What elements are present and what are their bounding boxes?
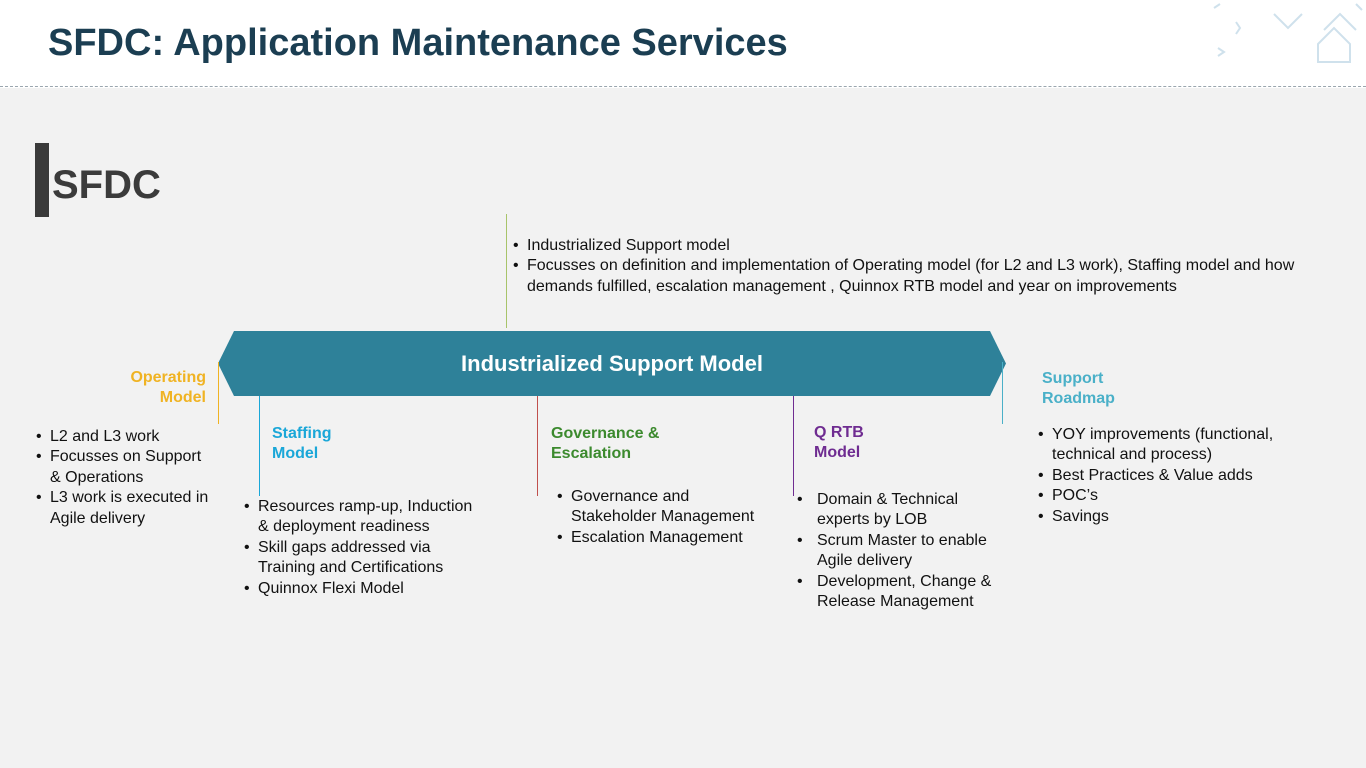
qrtb-model-heading: Q RTB Model [814,424,864,461]
list-item: L3 work is executed in Agile delivery [36,488,226,529]
operating-connector-line [218,362,219,424]
qrtb-model-list: Domain & Technical experts by LOB Scrum … [797,490,1027,612]
intro-connector-line [506,214,507,328]
banner-shape [218,331,1006,396]
staffing-model-list: Resources ramp-up, Induction & deploymen… [244,497,514,599]
qrtb-connector-line [793,396,794,496]
support-roadmap-list: YOY improvements (functional, technical … [1038,425,1338,527]
list-item: Development, Change & Release Management [797,572,1027,613]
header-divider [0,86,1366,87]
industrialized-support-banner: Industrialized Support Model [218,331,1006,396]
list-item: Quinnox Flexi Model [244,579,514,600]
chevron-pattern-icon [1213,3,1363,63]
list-item: POC’s [1038,486,1338,507]
intro-item: Industrialized Support model [513,236,1353,257]
governance-escalation-list: Governance and Stakeholder Management Es… [557,487,787,549]
list-item: Scrum Master to enable Agile delivery [797,531,1027,572]
section-title: SFDC [52,163,161,207]
staffing-model-heading: Staffing Model [272,425,332,462]
list-item: Escalation Management [557,528,787,549]
section-accent-bar [35,143,49,217]
header: SFDC: Application Maintenance Services [0,0,1366,88]
list-item: Resources ramp-up, Induction & deploymen… [244,497,514,538]
governance-escalation-heading: Governance & Escalation [551,425,660,462]
list-item: Domain & Technical experts by LOB [797,490,1027,531]
list-item: Best Practices & Value adds [1038,466,1338,487]
page-title: SFDC: Application Maintenance Services [48,22,788,64]
governance-connector-line [537,396,538,496]
support-roadmap-heading: Support Roadmap [1042,370,1115,407]
list-item: Governance and Stakeholder Management [557,487,787,528]
operating-model-list: L2 and L3 work Focusses on Support & Ope… [36,427,226,529]
banner-label: Industrialized Support Model [461,351,763,376]
staffing-connector-line [259,396,260,496]
list-item: Savings [1038,507,1338,528]
list-item: L2 and L3 work [36,427,226,448]
list-item: Focusses on Support & Operations [36,447,226,488]
intro-list: Industrialized Support model Focusses on… [513,236,1353,297]
list-item: Skill gaps addressed via Training and Ce… [244,538,514,579]
list-item: YOY improvements (functional, technical … [1038,425,1338,466]
roadmap-connector-line [1002,362,1003,424]
intro-item: Focusses on definition and implementatio… [513,256,1353,297]
operating-model-heading: Operating Model [130,369,206,406]
